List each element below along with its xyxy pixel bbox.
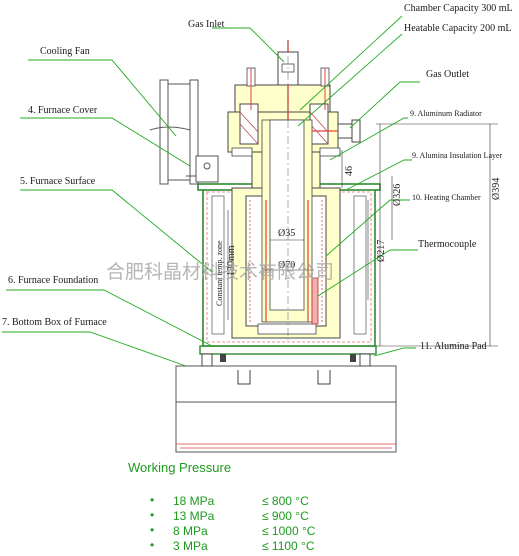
label-alumina-pad: 11. Alumina Pad xyxy=(420,341,487,352)
dim-394: Ø394 xyxy=(491,178,502,200)
dim-217: Ø217 xyxy=(376,240,387,262)
label-thermocouple: Thermocouple xyxy=(418,239,477,250)
temperature-value: ≤ 800 °C xyxy=(262,494,309,508)
furnace-diagram: Gas Inlet Chamber Capacity 300 mL Heatab… xyxy=(2,3,513,453)
cooling-fan xyxy=(149,79,219,185)
dim-46: 46 xyxy=(344,166,355,176)
pressure-value: 8 MPa xyxy=(173,524,208,538)
bullet-icon: • xyxy=(150,538,155,552)
pressure-vessel xyxy=(227,84,341,339)
dim-130mm: 130mm xyxy=(226,245,237,276)
thermocouple-rod xyxy=(311,277,319,325)
bullet-icon: • xyxy=(150,523,155,537)
furnace-foundation-plate xyxy=(199,345,377,367)
label-heatable-capacity: Heatable Capacity 200 mL xyxy=(404,23,511,34)
bottom-box xyxy=(175,365,397,453)
label-furnace-cover: 4. Furnace Cover xyxy=(28,105,98,116)
dim-326: Ø326 xyxy=(392,184,403,206)
dim-35: Ø35 xyxy=(278,228,295,239)
working-pressure-title: Working Pressure xyxy=(128,460,232,475)
label-gas-outlet: Gas Outlet xyxy=(426,69,469,80)
pressure-value: 13 MPa xyxy=(173,509,215,523)
label-aluminum-radiator: 9. Aluminum Radiator xyxy=(410,109,482,118)
gas-outlet-fitting xyxy=(312,119,361,143)
label-chamber-capacity: Chamber Capacity 300 mL xyxy=(404,3,513,14)
label-alumina-insulation: 9. Alumina Insulation Layer xyxy=(412,151,503,160)
dim-constant-zone: Constant temp. zone xyxy=(215,240,224,306)
leader-lines xyxy=(2,15,420,367)
label-furnace-surface: 5. Furnace Surface xyxy=(20,176,96,187)
label-gas-inlet: Gas Inlet xyxy=(188,19,225,30)
temperature-value: ≤ 1100 °C xyxy=(262,539,315,553)
company-watermark: 合肥科晶材料技术有限公司 xyxy=(106,261,334,283)
temperature-value: ≤ 1000 °C xyxy=(262,524,316,538)
label-bottom-box: 7. Bottom Box of Furnace xyxy=(2,317,107,328)
dim-70: Ø70 xyxy=(278,260,295,271)
pressure-value: 18 MPa xyxy=(173,494,215,508)
pressure-value: 3 MPa xyxy=(173,539,208,553)
temperature-value: ≤ 900 °C xyxy=(262,509,309,523)
label-heating-chamber: 10. Heating Chamber xyxy=(412,193,481,202)
dimension-lines xyxy=(227,123,498,347)
label-cooling-fan: Cooling Fan xyxy=(40,46,90,57)
working-pressure-section: Working Pressure • 18 MPa ≤ 800 °C • 13 … xyxy=(0,456,519,556)
label-furnace-foundation: 6. Furnace Foundation xyxy=(8,275,98,286)
heater-coils xyxy=(249,200,323,322)
bullet-icon: • xyxy=(150,508,155,522)
bullet-icon: • xyxy=(150,493,155,507)
